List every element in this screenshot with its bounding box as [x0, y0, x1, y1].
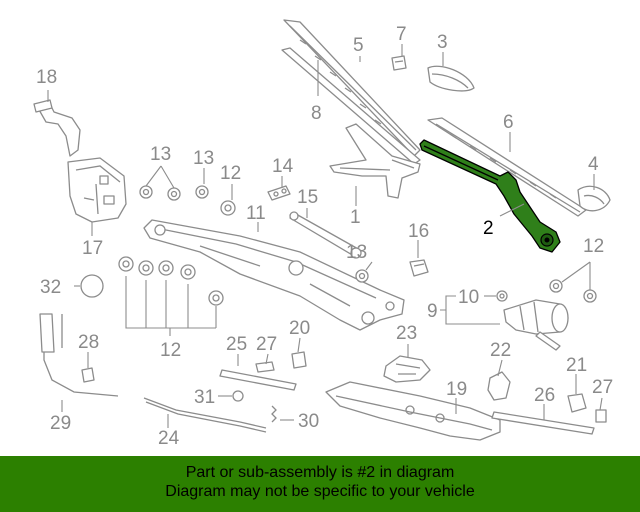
part-15-link-rod[interactable]	[289, 211, 362, 259]
info-banner: Part or sub-assembly is #2 in diagram Di…	[0, 456, 640, 512]
label-27-b: 27	[592, 377, 613, 398]
part-10-nut[interactable]	[496, 290, 508, 302]
part-22-washer-pump[interactable]	[487, 371, 511, 401]
leader-lines	[47, 44, 603, 428]
label-12-a: 12	[220, 163, 241, 184]
part-25-hose[interactable]	[219, 369, 297, 391]
callout-labels: 5 7 3 8 6 4 2 1 18 17 13 13 12 14 15 11 …	[36, 24, 613, 449]
label-13-a: 13	[150, 144, 171, 165]
part-12-nut-right[interactable]	[549, 279, 597, 303]
part-13-nut-right[interactable]	[355, 269, 369, 283]
label-24: 24	[158, 428, 180, 449]
part-29-washer-hose[interactable]	[39, 313, 119, 397]
part-27-connector-right[interactable]	[595, 409, 607, 423]
part-6-wiper-blade[interactable]	[427, 117, 587, 217]
part-31-check-valve[interactable]	[232, 390, 244, 402]
label-10: 10	[458, 287, 479, 308]
part-27-connector-left[interactable]	[255, 361, 275, 373]
label-3: 3	[437, 32, 448, 53]
part-18-filler-neck[interactable]	[33, 99, 81, 157]
label-22: 22	[490, 340, 511, 361]
label-31: 31	[194, 387, 215, 408]
label-27-a: 27	[256, 334, 277, 355]
label-16: 16	[408, 221, 429, 242]
label-12-b: 12	[583, 236, 604, 257]
part-8-blade-insert[interactable]	[281, 47, 421, 165]
part-12-nut[interactable]	[220, 200, 236, 216]
banner-line-2: Diagram may not be specific to your vehi…	[165, 483, 475, 500]
label-5: 5	[353, 35, 364, 56]
parts-diagram: 5 7 3 8 6 4 2 1 18 17 13 13 12 14 15 11 …	[33, 19, 613, 449]
label-6: 6	[503, 112, 514, 133]
part-13-nut-group[interactable]	[139, 185, 209, 201]
label-13-b: 13	[193, 148, 214, 169]
part-14-bracket[interactable]	[267, 185, 291, 201]
part-32-grommet[interactable]	[80, 274, 104, 298]
part-7-clip[interactable]	[391, 55, 407, 71]
label-18: 18	[36, 67, 57, 88]
label-2-highlighted: 2	[483, 218, 494, 239]
part-5-wiper-blade[interactable]	[283, 19, 421, 157]
label-29: 29	[50, 413, 71, 434]
part-11-linkage-frame[interactable]	[143, 219, 405, 331]
part-19-cowl-frame[interactable]	[325, 381, 501, 441]
label-9: 9	[427, 301, 438, 322]
label-28: 28	[78, 332, 99, 353]
label-32: 32	[40, 277, 61, 298]
part-1-wiper-arm[interactable]	[329, 123, 421, 199]
label-1: 1	[350, 207, 361, 228]
part-26-hose[interactable]	[491, 411, 595, 435]
part-17-washer-reservoir[interactable]	[67, 157, 127, 223]
part-16-bushing[interactable]	[409, 259, 429, 277]
label-8: 8	[311, 103, 322, 124]
label-19: 19	[446, 379, 467, 400]
label-13-c: 13	[346, 242, 367, 263]
part-4-cap[interactable]	[577, 185, 611, 212]
label-12-c: 12	[160, 340, 181, 361]
label-11: 11	[246, 203, 266, 224]
banner-line-1: Part or sub-assembly is #2 in diagram	[185, 464, 455, 481]
label-26: 26	[534, 385, 555, 406]
part-23-bracket[interactable]	[383, 355, 431, 383]
label-7: 7	[396, 24, 407, 45]
part-9-wiper-motor[interactable]	[503, 299, 569, 351]
label-4: 4	[588, 154, 599, 175]
part-3-cover-cap[interactable]	[427, 65, 475, 92]
part-21-nozzle[interactable]	[567, 393, 587, 413]
label-30: 30	[298, 411, 319, 432]
label-21: 21	[566, 355, 587, 376]
label-20: 20	[289, 318, 310, 339]
part-24-hose[interactable]	[143, 397, 267, 433]
label-15: 15	[297, 187, 318, 208]
part-28-clip[interactable]	[81, 367, 95, 383]
part-12-nut-row[interactable]	[118, 256, 224, 306]
part-2-wiper-arm-highlighted[interactable]	[419, 139, 561, 253]
label-17: 17	[82, 238, 103, 259]
label-25: 25	[226, 334, 247, 355]
part-20-connector[interactable]	[291, 351, 307, 369]
part-30-clip[interactable]	[271, 405, 277, 423]
label-14: 14	[272, 156, 294, 177]
label-23: 23	[396, 323, 417, 344]
